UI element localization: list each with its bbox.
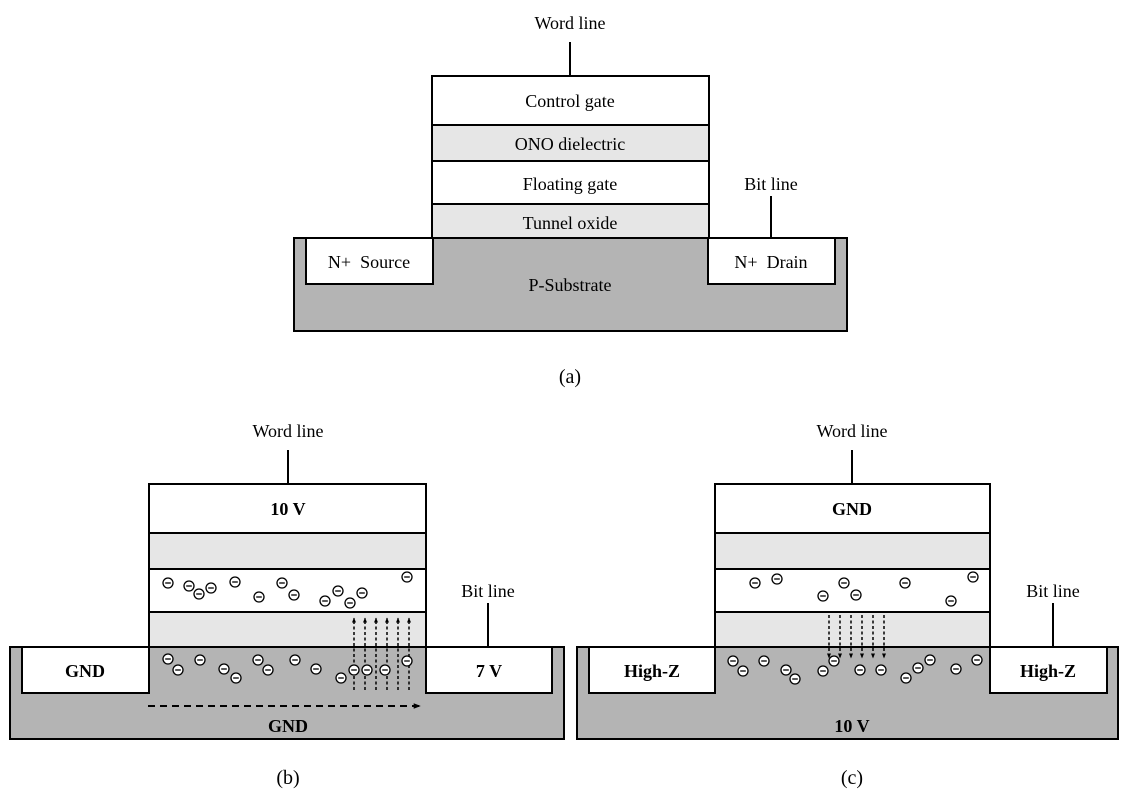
electron-icon bbox=[183, 580, 195, 592]
electron-icon bbox=[945, 595, 957, 607]
electron-icon bbox=[319, 595, 331, 607]
electron-icon bbox=[276, 577, 288, 589]
electron-icon bbox=[854, 664, 866, 676]
electron-icon bbox=[252, 654, 264, 666]
tunnel-oxide bbox=[431, 203, 710, 239]
electron-icon bbox=[401, 655, 413, 667]
electron-icon bbox=[162, 653, 174, 665]
ono-dielectric bbox=[148, 532, 427, 570]
electron-icon bbox=[229, 576, 241, 588]
control-gate bbox=[148, 483, 427, 534]
electron-icon bbox=[875, 664, 887, 676]
electron-icon bbox=[162, 577, 174, 589]
electron-icon bbox=[817, 590, 829, 602]
tunneling-arrows-down bbox=[827, 615, 886, 659]
tunnel-oxide bbox=[148, 611, 427, 648]
electron-icon bbox=[401, 571, 413, 583]
electron-icon bbox=[912, 662, 924, 674]
caption-b: (b) bbox=[276, 767, 299, 789]
electron-icon bbox=[971, 654, 983, 666]
caption-a: (a) bbox=[559, 366, 581, 388]
electrons bbox=[162, 571, 413, 684]
electron-icon bbox=[288, 589, 300, 601]
electron-icon bbox=[899, 577, 911, 589]
bit-line-label: Bit line bbox=[744, 174, 798, 194]
source-region bbox=[305, 237, 434, 285]
bit-line-label: Bit line bbox=[1026, 581, 1080, 601]
substrate-label: P-Substrate bbox=[529, 275, 612, 295]
electron-icon bbox=[749, 577, 761, 589]
word-line-label: Word line bbox=[534, 13, 605, 33]
electron-icon bbox=[771, 573, 783, 585]
electron-icon bbox=[817, 665, 829, 677]
electron-icon bbox=[205, 582, 217, 594]
tunneling-arrows-up bbox=[352, 617, 411, 690]
drain-label: 7 V bbox=[476, 661, 502, 681]
source-region bbox=[588, 646, 716, 694]
electron-icon bbox=[335, 672, 347, 684]
source-label: GND bbox=[65, 661, 105, 681]
electron-icon bbox=[789, 673, 801, 685]
electron-icon bbox=[289, 654, 301, 666]
source-region bbox=[21, 646, 150, 694]
electron-icon bbox=[838, 577, 850, 589]
control-gate bbox=[431, 75, 710, 126]
floating-gate bbox=[431, 160, 710, 205]
drain-label: N+ Drain bbox=[734, 252, 807, 272]
gate-voltage-label: 10 V bbox=[270, 499, 305, 519]
electron-icon bbox=[356, 587, 368, 599]
electron-icon bbox=[348, 664, 360, 676]
ono-dielectric bbox=[714, 532, 991, 570]
caption-c: (c) bbox=[841, 767, 863, 789]
electron-icon bbox=[230, 672, 242, 684]
panel-a: Word line Control gate ONO dielectric Fl… bbox=[293, 13, 848, 388]
drain-region bbox=[989, 646, 1108, 694]
electron-icon bbox=[332, 585, 344, 597]
word-line-label: Word line bbox=[816, 421, 887, 441]
substrate-label: GND bbox=[268, 716, 308, 736]
drain-label: High-Z bbox=[1020, 661, 1076, 681]
electron-icon bbox=[172, 664, 184, 676]
electron-icon bbox=[344, 597, 356, 609]
panel-b: Word line 10 V Bit line GND 7 V GND (b) bbox=[9, 421, 565, 789]
floating-gate-label: Floating gate bbox=[523, 174, 617, 194]
gate-voltage-label: GND bbox=[832, 499, 872, 519]
electron-icon bbox=[379, 664, 391, 676]
electron-icon bbox=[361, 664, 373, 676]
electron-icon bbox=[924, 654, 936, 666]
ono-dielectric-label: ONO dielectric bbox=[515, 134, 625, 154]
electron-icon bbox=[900, 672, 912, 684]
electrons bbox=[727, 571, 983, 685]
electron-icon bbox=[218, 663, 230, 675]
control-gate-label: Control gate bbox=[525, 91, 614, 111]
panel-c: Word line GND Bit line High-Z High-Z 10 … bbox=[576, 421, 1119, 789]
source-label: N+ Source bbox=[328, 252, 410, 272]
electron-icon bbox=[727, 655, 739, 667]
electron-icon bbox=[967, 571, 979, 583]
floating-gate bbox=[148, 568, 427, 613]
electron-icon bbox=[193, 588, 205, 600]
electron-icon bbox=[850, 589, 862, 601]
electron-icon bbox=[780, 664, 792, 676]
bit-line-label: Bit line bbox=[461, 581, 515, 601]
electron-icon bbox=[737, 665, 749, 677]
tunnel-oxide bbox=[714, 611, 991, 648]
electron-icon bbox=[194, 654, 206, 666]
substrate-label: 10 V bbox=[834, 716, 869, 736]
word-line-label: Word line bbox=[252, 421, 323, 441]
source-label: High-Z bbox=[624, 661, 680, 681]
tunnel-oxide-label: Tunnel oxide bbox=[523, 213, 618, 233]
electron-icon bbox=[950, 663, 962, 675]
electron-icon bbox=[262, 664, 274, 676]
electron-icon bbox=[758, 655, 770, 667]
electron-icon bbox=[310, 663, 322, 675]
electron-icon bbox=[253, 591, 265, 603]
electron-icon bbox=[828, 655, 840, 667]
